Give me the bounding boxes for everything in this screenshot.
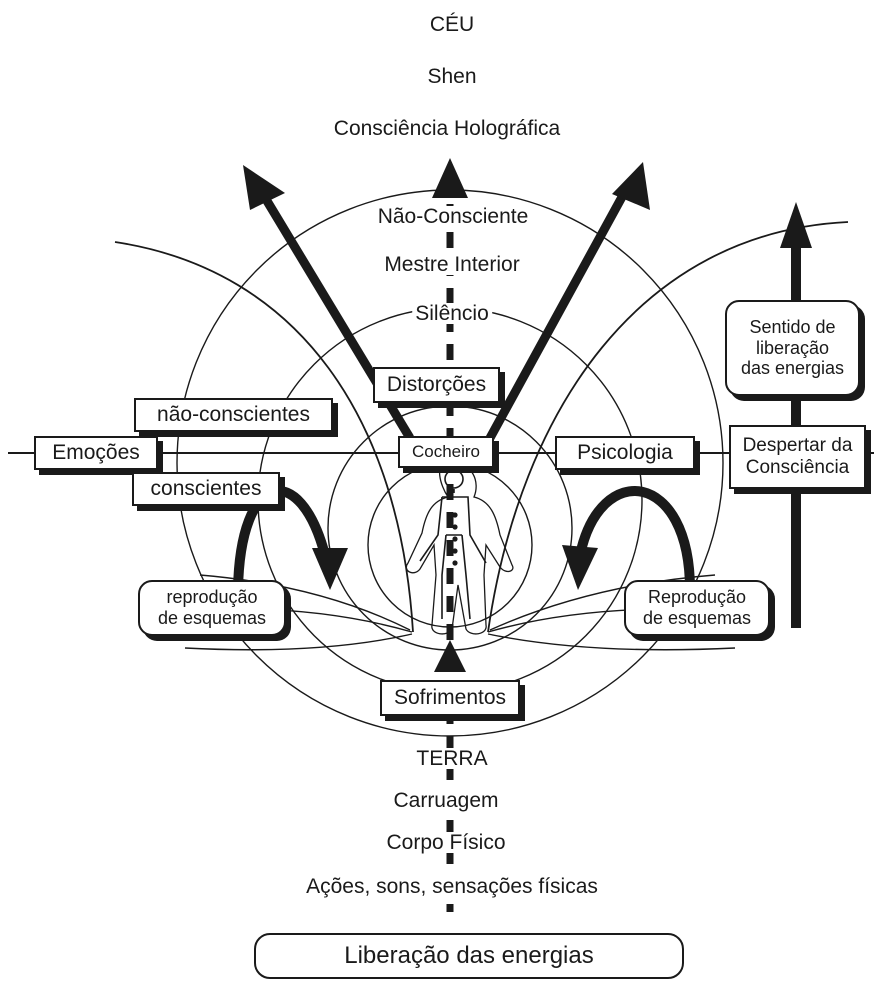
- box-distortions: Distorções: [373, 367, 500, 403]
- right-curved-arrowhead: [562, 545, 598, 590]
- chakra-point: [452, 512, 458, 518]
- chakra-point: [452, 560, 458, 566]
- repro-left-line-1: reprodução: [166, 587, 258, 608]
- sense-line-1: Sentido de: [749, 316, 836, 337]
- box-coachman: Cocheiro: [398, 436, 494, 468]
- right-curved-arrow: [575, 486, 695, 591]
- box-suffering: Sofrimentos: [380, 680, 520, 716]
- box-emotions: Emoções: [34, 436, 158, 470]
- right-diagonal-arrow: [486, 183, 632, 441]
- chakra-point: [452, 536, 458, 542]
- label-non-conscious: Não-Consciente: [374, 206, 532, 227]
- figure-body: [419, 489, 487, 620]
- bottom-up-arrowhead: [434, 640, 466, 672]
- sense-line-3: das energias: [740, 358, 845, 379]
- box-schema-reproduction-right: Reprodução de esquemas: [624, 580, 770, 636]
- label-sky: CÉU: [429, 13, 475, 36]
- label-shen: Shen: [427, 65, 477, 88]
- right-diagonal-arrowhead: [612, 162, 650, 210]
- central-up-arrowhead: [432, 158, 468, 198]
- label-actions-sounds: Ações, sons, sensações físicas: [303, 876, 601, 897]
- chakra-point: [452, 524, 458, 530]
- left-curved-arrowhead: [312, 548, 348, 590]
- box-sense-of-release: Sentido de liberação das energias: [725, 300, 860, 396]
- right-large-arc: [487, 221, 849, 633]
- repro-right-line-2: de esquemas: [642, 608, 752, 628]
- left-diagonal-arrowhead: [243, 165, 285, 210]
- label-physical-body: Corpo Físico: [383, 832, 509, 853]
- box-psychology: Psicologia: [555, 436, 695, 470]
- box-awakening-consciousness: Despertar da Consciência: [729, 425, 866, 489]
- label-holographic-consciousness: Consciência Holográfica: [333, 117, 561, 140]
- label-earth: TERRA: [413, 748, 491, 769]
- repro-right-line-1: Reprodução: [647, 587, 747, 608]
- awaken-line-2: Consciência: [745, 457, 850, 478]
- figure-head: [444, 469, 464, 489]
- human-figure: [405, 462, 514, 635]
- box-conscious: conscientes: [132, 472, 280, 506]
- sense-line-2: liberação: [755, 337, 830, 358]
- label-silence: Silêncio: [412, 303, 492, 324]
- right-vertical-arrowhead: [780, 202, 812, 248]
- release-energies-banner: Liberação das energias: [254, 933, 684, 979]
- repro-left-line-2: de esquemas: [157, 608, 267, 628]
- label-inner-master: Mestre Interior: [381, 254, 523, 275]
- figure-aura: [405, 462, 514, 635]
- label-carriage: Carruagem: [390, 790, 502, 811]
- box-schema-reproduction-left: reprodução de esquemas: [138, 580, 286, 636]
- field-line: [487, 633, 736, 651]
- chakra-point: [452, 548, 458, 554]
- left-large-arc: [114, 241, 414, 633]
- field-line: [489, 574, 716, 631]
- awaken-line-1: Despertar da: [742, 435, 853, 457]
- field-line: [184, 633, 413, 651]
- field-line: [199, 574, 411, 631]
- box-non-conscious: não-conscientes: [134, 398, 333, 432]
